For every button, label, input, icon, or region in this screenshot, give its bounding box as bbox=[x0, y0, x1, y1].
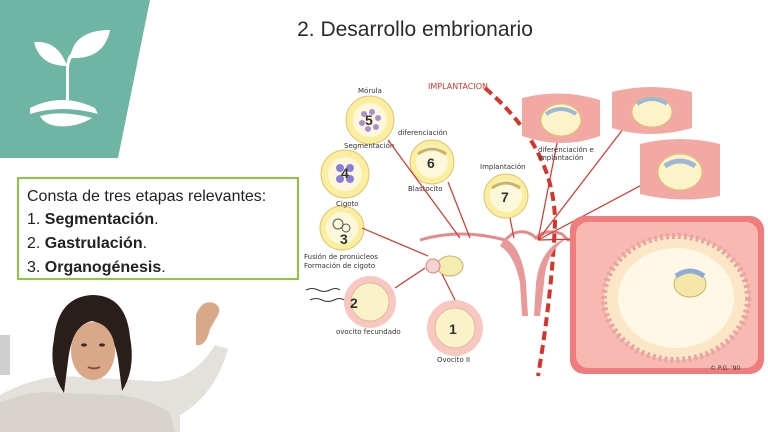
stage-item-1: 1. Segmentación. bbox=[27, 208, 297, 232]
stage-name: Organogénesis bbox=[44, 259, 162, 276]
stage-3-zygote: 3 Fusión de pronúcleos Formación de cigo… bbox=[304, 205, 378, 270]
presenter-hand bbox=[196, 302, 220, 346]
stage-7-implantation: 7 Implantación bbox=[480, 163, 529, 219]
embryo-development-diagram: IMPLANTACION 1 Ovocito II 2 ovocito fecu… bbox=[304, 82, 764, 377]
stage-suffix: . bbox=[154, 211, 159, 228]
presenter-face bbox=[71, 322, 115, 380]
stage-5-number: 5 bbox=[365, 112, 373, 128]
stage-item-3: 3. Organogénesis. bbox=[27, 256, 297, 280]
stage-3-label-2: Formación de cigoto bbox=[304, 262, 375, 270]
stage-number: 2. bbox=[27, 235, 45, 252]
stage-4-cigote: 4 Cigoto bbox=[320, 149, 370, 208]
stage-4-label: Cigoto bbox=[336, 200, 359, 208]
stage-6-number: 6 bbox=[427, 155, 435, 171]
logo-panel bbox=[0, 0, 150, 158]
stage-7-number: 7 bbox=[501, 189, 509, 205]
page-title: 2. Desarrollo embrionario bbox=[297, 18, 533, 41]
stage-1-number: 1 bbox=[449, 321, 457, 337]
stage-6-blastocyst: 6 diferenciación Blastocito bbox=[398, 129, 455, 193]
stage-3-label-1: Fusión de pronúcleos bbox=[304, 253, 378, 261]
signature: © P.G. '90 bbox=[710, 365, 740, 372]
stage-name: Gastrulación bbox=[44, 235, 143, 252]
uterus-diagram bbox=[419, 230, 641, 316]
stage-4-number: 4 bbox=[341, 165, 349, 181]
stage-suffix: . bbox=[142, 235, 148, 252]
detail-label-1: diferenciación e bbox=[538, 146, 594, 154]
implantation-dashed-line bbox=[483, 86, 558, 377]
stage-6-top-label: diferenciación bbox=[398, 129, 447, 137]
endometrium-view-1 bbox=[522, 93, 600, 143]
stage-1-ovocyte: 1 Ovocito II bbox=[427, 300, 483, 364]
endometrium-view-2 bbox=[612, 87, 692, 134]
stages-intro: Consta de tres etapas relevantes: bbox=[27, 188, 267, 205]
endometrium-view-3 bbox=[640, 139, 720, 200]
stage-2-label: ovocito fecundado bbox=[336, 328, 401, 336]
presenter-video bbox=[0, 295, 228, 432]
sprout-icon bbox=[30, 30, 110, 127]
presenter-hair bbox=[52, 295, 132, 393]
detail-label-2: implantación bbox=[538, 154, 583, 162]
stage-number: 1. bbox=[27, 211, 45, 228]
stage-2-fertilized-ovocyte: 2 ovocito fecundado bbox=[305, 276, 401, 336]
stage-2-number: 2 bbox=[350, 295, 358, 311]
stage-1-label: Ovocito II bbox=[437, 356, 470, 364]
stage-3-number: 3 bbox=[340, 231, 348, 247]
implantation-detail-view: © P.G. '90 bbox=[570, 216, 764, 374]
stage-number: 3. bbox=[27, 259, 45, 276]
implantation-header: IMPLANTACION bbox=[428, 82, 488, 91]
stage-7-top-label: Implantación bbox=[480, 163, 526, 171]
stage-suffix: . bbox=[161, 259, 166, 276]
stage-5-label: Segmentación bbox=[344, 142, 394, 150]
stages-box: Consta de tres etapas relevantes: 1. Seg… bbox=[17, 177, 299, 280]
stage-5-morula: 5 Mórula Segmentación bbox=[344, 87, 395, 150]
stage-item-2: 2. Gastrulación. bbox=[27, 232, 297, 256]
stage-5-top-label: Mórula bbox=[358, 87, 382, 95]
stage-6-label: Blastocito bbox=[408, 185, 443, 193]
stage-name: Segmentación bbox=[44, 211, 155, 228]
